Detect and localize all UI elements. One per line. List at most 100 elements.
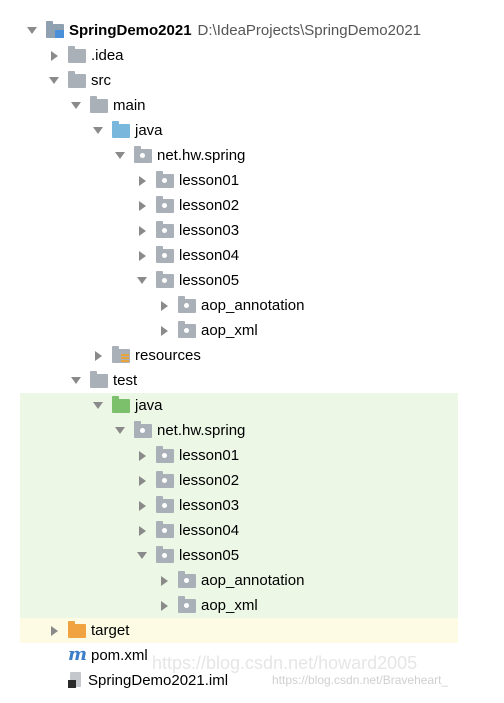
tree-node-label: lesson05 bbox=[179, 272, 240, 289]
tree-node[interactable]: lesson05 bbox=[20, 268, 458, 293]
tree-node[interactable]: aop_xml bbox=[20, 318, 458, 343]
tree-node[interactable]: main bbox=[20, 93, 458, 118]
chevron-down-icon[interactable] bbox=[115, 152, 125, 159]
tree-node[interactable]: .idea bbox=[20, 43, 458, 68]
package-icon bbox=[156, 520, 174, 538]
project-root-path: D:\IdeaProjects\SpringDemo2021 bbox=[197, 22, 422, 39]
tree-node-label: .idea bbox=[91, 47, 124, 64]
chevron-right-icon[interactable] bbox=[161, 575, 168, 586]
chevron-right-icon[interactable] bbox=[139, 225, 146, 236]
tree-node-label: java bbox=[135, 397, 163, 414]
tree-node-label: aop_annotation bbox=[201, 572, 305, 589]
package-icon bbox=[178, 570, 196, 588]
package-icon bbox=[156, 270, 174, 288]
tree-node-label: lesson03 bbox=[179, 497, 240, 514]
package-icon bbox=[156, 170, 174, 188]
chevron-right-icon[interactable] bbox=[51, 50, 58, 61]
tree-node-label: target bbox=[91, 622, 130, 639]
package-icon bbox=[134, 420, 152, 438]
chevron-right-icon[interactable] bbox=[139, 450, 146, 461]
package-icon bbox=[156, 545, 174, 563]
watermark-primary: https://blog.csdn.net/howard2005 bbox=[152, 653, 418, 673]
tree-node-label: aop_xml bbox=[201, 597, 258, 614]
tree-node[interactable]: aop_annotation bbox=[20, 568, 458, 593]
chevron-right-icon[interactable] bbox=[51, 625, 58, 636]
chevron-right-icon[interactable] bbox=[95, 350, 102, 361]
tree-node-label: lesson01 bbox=[179, 172, 240, 189]
tree-node-label: src bbox=[91, 72, 111, 89]
chevron-down-icon[interactable] bbox=[93, 127, 103, 134]
tree-node[interactable]: lesson05 bbox=[20, 543, 458, 568]
package-icon bbox=[156, 245, 174, 263]
folder-icon bbox=[90, 95, 108, 113]
package-icon bbox=[156, 220, 174, 238]
chevron-right-icon[interactable] bbox=[139, 175, 146, 186]
tree-node-project-root[interactable]: SpringDemo2021 D:\IdeaProjects\SpringDem… bbox=[20, 18, 458, 43]
module-file-icon bbox=[68, 672, 82, 689]
chevron-down-icon[interactable] bbox=[115, 427, 125, 434]
chevron-right-icon[interactable] bbox=[139, 475, 146, 486]
tree-node[interactable]: resources bbox=[20, 343, 458, 368]
tree-node-label: test bbox=[113, 372, 138, 389]
chevron-down-icon[interactable] bbox=[71, 377, 81, 384]
chevron-right-icon[interactable] bbox=[139, 200, 146, 211]
chevron-down-icon[interactable] bbox=[49, 77, 59, 84]
chevron-down-icon[interactable] bbox=[93, 402, 103, 409]
tree-node-label: pom.xml bbox=[91, 647, 148, 664]
package-icon bbox=[156, 195, 174, 213]
tree-node[interactable]: aop_annotation bbox=[20, 293, 458, 318]
tree-node[interactable]: lesson02 bbox=[20, 468, 458, 493]
package-icon bbox=[156, 445, 174, 463]
chevron-down-icon[interactable] bbox=[27, 27, 37, 34]
tree-node[interactable]: lesson03 bbox=[20, 218, 458, 243]
chevron-down-icon[interactable] bbox=[137, 552, 147, 559]
package-icon bbox=[156, 495, 174, 513]
tree-node[interactable]: src bbox=[20, 68, 458, 93]
tree-node-label: lesson01 bbox=[179, 447, 240, 464]
tree-node[interactable]: lesson01 bbox=[20, 443, 458, 468]
tree-node[interactable]: java bbox=[20, 393, 458, 418]
maven-icon: m bbox=[68, 643, 88, 665]
folder-icon bbox=[90, 370, 108, 388]
tree-node[interactable]: net.hw.spring bbox=[20, 418, 458, 443]
tree-node-label: resources bbox=[135, 347, 201, 364]
folder-icon bbox=[68, 70, 86, 88]
tree-node-label: lesson04 bbox=[179, 522, 240, 539]
chevron-right-icon[interactable] bbox=[161, 600, 168, 611]
chevron-right-icon[interactable] bbox=[161, 300, 168, 311]
tree-node-label: main bbox=[113, 97, 146, 114]
tree-node[interactable]: lesson03 bbox=[20, 493, 458, 518]
tree-node[interactable]: lesson04 bbox=[20, 243, 458, 268]
chevron-right-icon[interactable] bbox=[161, 325, 168, 336]
tree-node[interactable]: java bbox=[20, 118, 458, 143]
chevron-right-icon[interactable] bbox=[139, 525, 146, 536]
package-icon bbox=[178, 595, 196, 613]
chevron-down-icon[interactable] bbox=[71, 102, 81, 109]
tree-node[interactable]: target bbox=[20, 618, 458, 643]
chevron-right-icon[interactable] bbox=[139, 500, 146, 511]
tree-node[interactable]: test bbox=[20, 368, 458, 393]
chevron-right-icon[interactable] bbox=[139, 250, 146, 261]
tree-node-label: aop_annotation bbox=[201, 297, 305, 314]
tree-node[interactable]: net.hw.spring bbox=[20, 143, 458, 168]
tree-node-label: net.hw.spring bbox=[157, 422, 246, 439]
tree-node[interactable]: SpringDemo2021.iml bbox=[20, 668, 458, 693]
resources-folder-icon bbox=[112, 345, 130, 363]
folder-icon bbox=[68, 45, 86, 63]
test-source-folder-icon bbox=[112, 395, 130, 413]
source-folder-icon bbox=[112, 120, 130, 138]
watermark-secondary: https://blog.csdn.net/Braveheart_ bbox=[272, 673, 449, 687]
tree-node[interactable]: lesson01 bbox=[20, 168, 458, 193]
tree-node-label: lesson05 bbox=[179, 547, 240, 564]
tree-node[interactable]: aop_xml bbox=[20, 593, 458, 618]
tree-node-label: SpringDemo2021.iml bbox=[88, 672, 229, 689]
package-icon bbox=[134, 145, 152, 163]
project-root-label: SpringDemo2021 bbox=[69, 22, 192, 39]
package-icon bbox=[178, 295, 196, 313]
tree-node-label: lesson02 bbox=[179, 197, 240, 214]
chevron-down-icon[interactable] bbox=[137, 277, 147, 284]
tree-node[interactable]: lesson02 bbox=[20, 193, 458, 218]
tree-node[interactable]: lesson04 bbox=[20, 518, 458, 543]
package-icon bbox=[178, 320, 196, 338]
